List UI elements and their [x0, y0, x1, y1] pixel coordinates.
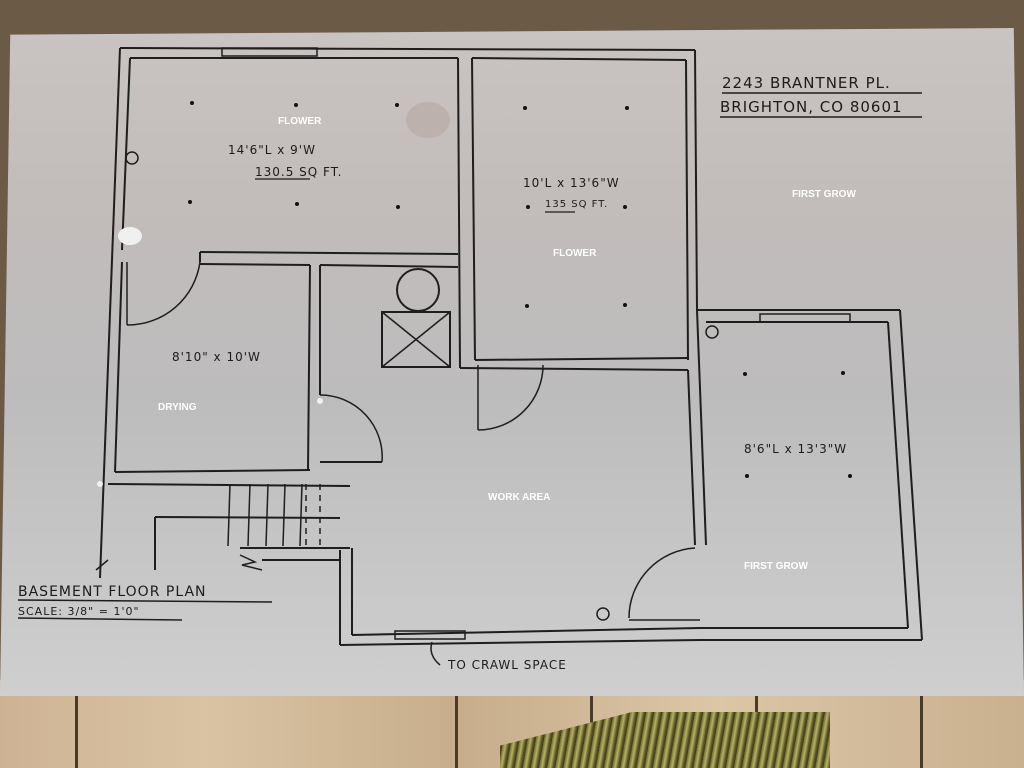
- room-label-drying: DRYING: [158, 402, 197, 413]
- room-dimensions-first-grow: 8'6"L x 13'3"W: [744, 442, 848, 456]
- address-line-1: 2243 BRANTNER PL.: [722, 74, 891, 92]
- room-label-first-grow-outside: FIRST GROW: [792, 189, 856, 200]
- room-dimensions-drying: 8'10" x 10'W: [172, 350, 261, 364]
- room-area-flower-1: 130.5 SQ FT.: [255, 165, 343, 179]
- plan-title: BASEMENT FLOOR PLAN: [18, 584, 207, 600]
- room-area-flower-2: 135 SQ FT.: [545, 199, 609, 210]
- paper-sheet: [0, 28, 1024, 696]
- room-label-work-area: WORK AREA: [488, 492, 551, 503]
- plan-scale: SCALE: 3/8" = 1'0": [18, 605, 140, 618]
- plank-seam: [920, 680, 923, 768]
- room-label-flower-2: FLOWER: [553, 248, 597, 259]
- plank-seam: [75, 680, 78, 768]
- room-label-first-grow: FIRST GROW: [744, 561, 808, 572]
- room-dimensions-flower-2: 10'L x 13'6"W: [523, 176, 620, 190]
- room-dimensions-flower-1: 14'6"L x 9'W: [228, 143, 316, 157]
- address-line-2: BRIGHTON, CO 80601: [720, 98, 903, 116]
- plank-seam: [455, 680, 458, 768]
- room-label-flower-1: FLOWER: [278, 116, 322, 127]
- crawl-space-note: TO CRAWL SPACE: [448, 658, 567, 672]
